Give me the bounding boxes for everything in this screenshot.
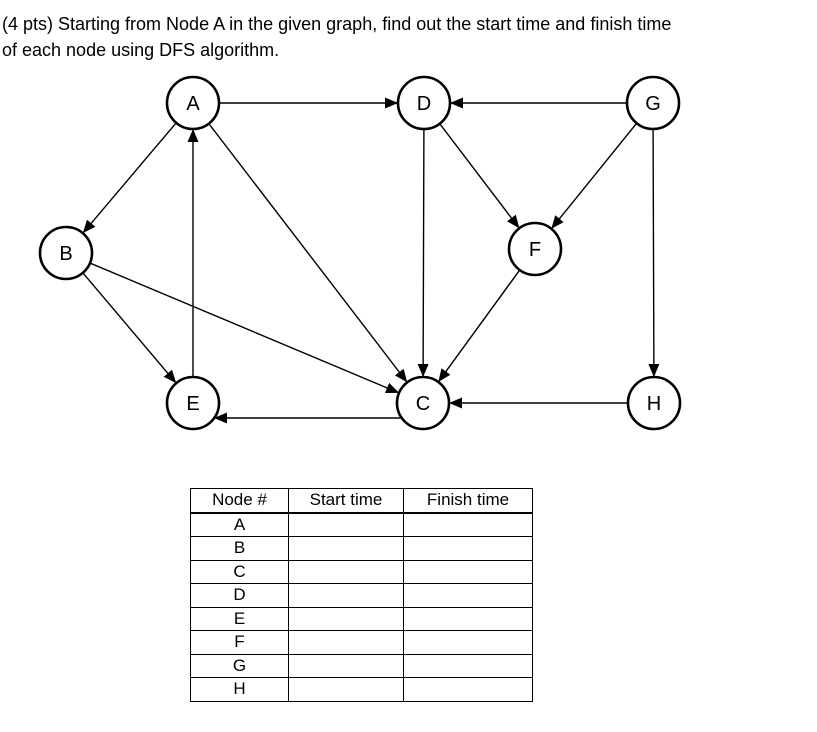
edge-D-to-C [417,128,429,378]
start-time-cell-C [288,559,404,584]
table-row-G: G [190,653,533,678]
node-label-D: D [417,93,431,115]
start-time-cell-G [288,653,404,678]
node-label-F: F [529,239,541,261]
start-time-cell-E [288,606,404,631]
table-row-H: H [190,677,533,702]
header-node-number: Node # [190,488,289,514]
graph-node-G: G [625,75,681,131]
graph-node-E: E [165,375,221,431]
node-circle-B [38,225,94,281]
node-cell-F: F [190,630,289,655]
finish-time-cell-G [403,653,533,678]
node-cell-H: H [190,677,289,702]
table-row-C: C [190,559,533,584]
graph-node-D: D [396,75,452,131]
start-time-cell-B [288,536,404,561]
start-time-cell-D [288,583,404,608]
edge-A-to-C [208,123,408,383]
node-circle-D [396,75,452,131]
edge-G-to-H [648,128,660,378]
node-label-B: B [59,243,72,265]
node-circle-F [507,221,563,277]
finish-time-cell-D [403,583,533,608]
node-label-G: G [645,93,661,115]
node-cell-E: E [190,606,289,631]
question-text: (4 pts) Starting from Node A in the give… [2,11,671,63]
node-label-C: C [416,393,430,415]
edge-B-to-C [89,262,400,394]
question-line-1: (4 pts) Starting from Node A in the give… [2,14,672,34]
node-label-A: A [186,93,200,115]
finish-time-cell-H [403,677,533,702]
edge-B-to-E [82,272,177,384]
question-line-2: of each node using DFS algorithm. [2,40,280,60]
finish-time-cell-E [403,606,533,631]
edge-A-to-B [82,122,177,234]
start-time-cell-F [288,630,404,655]
graph-node-H: H [626,375,682,431]
header-start-time: Start time [288,488,404,514]
table-row-E: E [190,606,533,631]
table-row-F: F [190,630,533,655]
finish-time-cell-C [403,559,533,584]
header-finish-time: Finish time [403,488,533,514]
node-label-E: E [186,393,199,415]
node-circle-A [165,75,221,131]
edge-G-to-F [550,122,638,230]
graph-node-B: B [38,225,94,281]
node-circle-H [626,375,682,431]
node-cell-B: B [190,536,289,561]
edge-F-to-C [437,269,521,383]
finish-time-cell-B [403,536,533,561]
finish-time-cell-F [403,630,533,655]
graph-node-C: C [395,375,451,431]
graph-node-F: F [507,221,563,277]
table-row-A: A [190,512,533,537]
table-row-D: D [190,583,533,608]
table-header-row: Node # Start time Finish time [190,488,533,514]
graph-node-A: A [165,75,221,131]
edge-D-to-F [439,123,520,229]
start-time-cell-A [288,512,404,537]
node-circle-C [395,375,451,431]
node-cell-G: G [190,653,289,678]
table-row-B: B [190,536,533,561]
finish-time-cell-A [403,512,533,537]
node-cell-C: C [190,559,289,584]
node-label-H: H [647,393,661,415]
node-cell-A: A [190,512,289,537]
start-time-cell-H [288,677,404,702]
node-cell-D: D [190,583,289,608]
dfs-graph-diagram: A B C D E F G H [38,75,682,431]
node-circle-E [165,375,221,431]
node-circle-G [625,75,681,131]
